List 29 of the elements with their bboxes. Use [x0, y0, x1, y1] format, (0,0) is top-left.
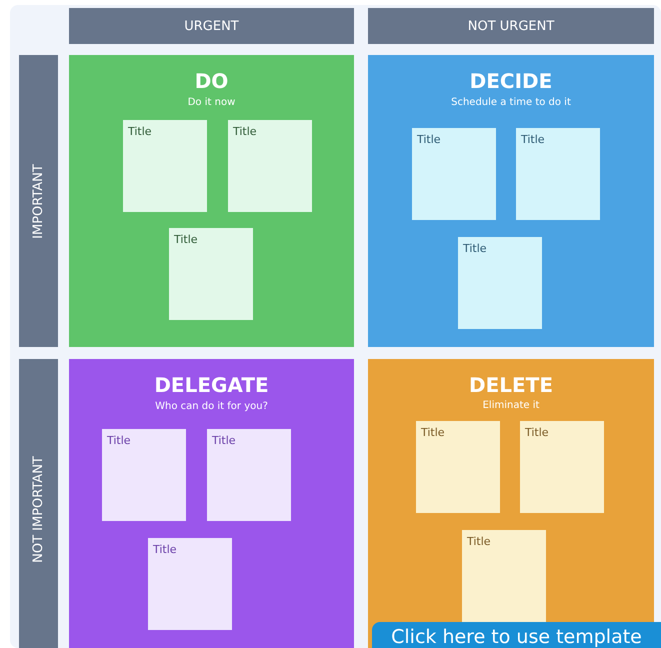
sticky-note: Title [228, 120, 312, 212]
quadrant-subtitle: Eliminate it [482, 400, 540, 411]
row-header: IMPORTANT [19, 55, 58, 347]
sticky-note: Title [169, 228, 253, 320]
quadrant-panel [368, 359, 654, 648]
sticky-note: Title [207, 429, 291, 521]
sticky-note: Title [416, 421, 500, 513]
sticky-note: Title [520, 421, 604, 513]
quadrant-panel [69, 359, 354, 648]
quadrant-subtitle: Schedule a time to do it [450, 97, 572, 108]
sticky-note: Title [462, 530, 546, 622]
quadrant-title: DO [194, 69, 230, 93]
quadrant-title: DELETE [468, 373, 554, 397]
quadrant-title: DELEGATE [153, 373, 270, 397]
quadrant-subtitle: Do it now [186, 97, 236, 108]
row-header: NOT IMPORTANT [19, 359, 58, 648]
sticky-note: Title [102, 429, 186, 521]
quadrant-panel [368, 55, 654, 347]
sticky-note: Title [148, 538, 232, 630]
sticky-note: Title [123, 120, 207, 212]
sticky-note: Title [412, 128, 496, 220]
sticky-note: Title [458, 237, 542, 329]
use-template-button: Click here to use template [372, 622, 661, 648]
column-header: NOT URGENT [368, 8, 654, 44]
sticky-note: Title [516, 128, 600, 220]
quadrant-title: DECIDE [468, 69, 554, 93]
quadrant-subtitle: Who can do it for you? [154, 401, 269, 412]
quadrant-panel [69, 55, 354, 347]
column-header: URGENT [69, 8, 354, 44]
